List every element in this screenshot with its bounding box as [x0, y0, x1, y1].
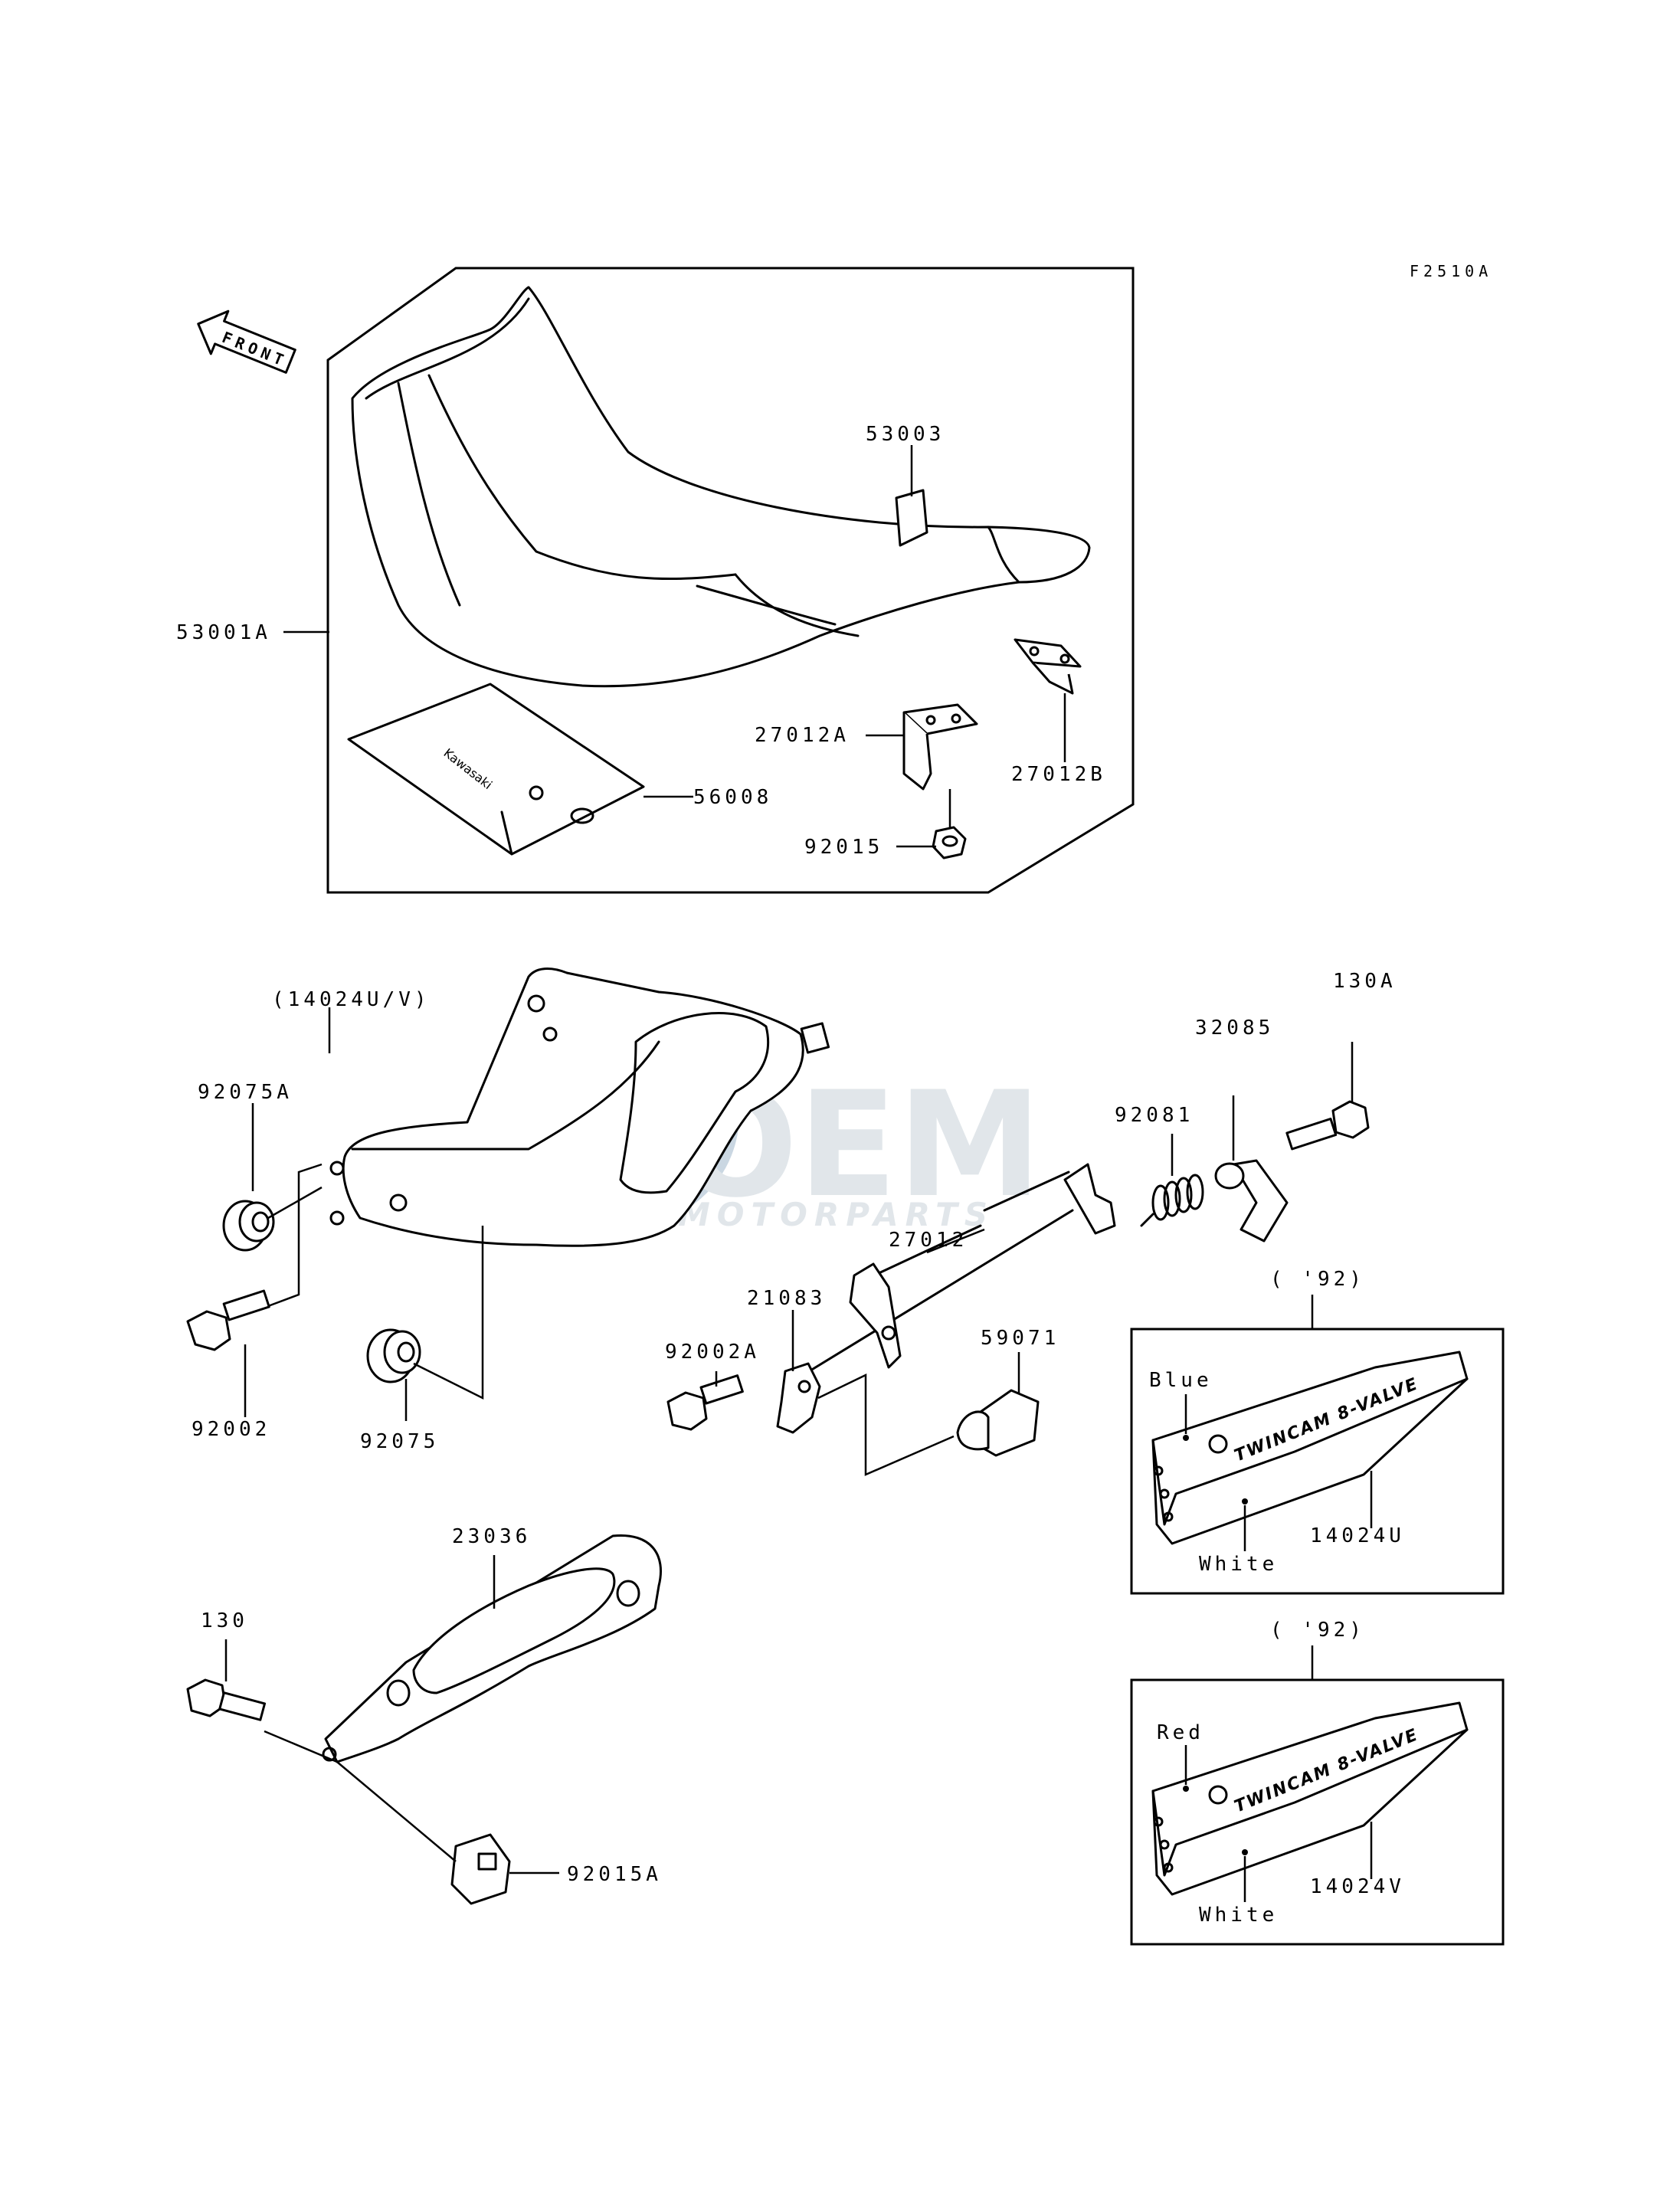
label-92081: 92081: [1115, 1104, 1194, 1127]
front-arrow: FRONT: [197, 309, 296, 374]
seat-assembly-frame: [326, 267, 1135, 894]
lead-27012: [926, 1228, 985, 1254]
label-32085: 32085: [1195, 1017, 1274, 1040]
bolt-92002a: [666, 1374, 744, 1431]
label-130a: 130A: [1333, 970, 1397, 993]
inset-u-color-top: Blue: [1149, 1369, 1213, 1392]
bracket-21083: [776, 1362, 821, 1434]
label-92015a: 92015A: [567, 1863, 662, 1886]
label-92002: 92002: [192, 1418, 270, 1441]
lead-92075-b: [413, 1226, 484, 1400]
bracket-27012a: [902, 703, 978, 791]
lead-59071-a: [817, 1374, 955, 1476]
inset-u-color-bottom: White: [1199, 1553, 1278, 1576]
label-92015: 92015: [804, 836, 883, 859]
bolt-130: [186, 1678, 267, 1721]
lead-92075a-b: [267, 1186, 323, 1220]
plate-23036: [322, 1534, 662, 1763]
bolt-130a: [1285, 1100, 1370, 1151]
seat-lock-rod: [795, 1163, 1116, 1380]
grommet-92075a: [222, 1200, 275, 1252]
label-130: 130: [201, 1609, 248, 1632]
seat-pad-document: Kawasaki: [347, 683, 645, 856]
nut-92015: [932, 826, 967, 859]
label-92075: 92075: [360, 1430, 439, 1453]
tail-cover: [329, 968, 830, 1247]
bolt-92002: [186, 1289, 270, 1351]
inset-v-color-bottom: White: [1199, 1904, 1278, 1927]
inset-u-part: 14024U: [1310, 1524, 1405, 1547]
inset-u-year: ( '92): [1270, 1268, 1365, 1291]
cable-holder-59071: [956, 1389, 1040, 1457]
label-53003: 53003: [866, 423, 945, 446]
label-27012a: 27012A: [755, 724, 850, 747]
watermark-sub: MOTORPARTS: [678, 1196, 994, 1233]
seat-illustration: [351, 286, 1091, 688]
figure-code: F2510A: [1410, 262, 1492, 280]
label-27012: 27012: [889, 1229, 968, 1252]
inset-v-year: ( '92): [1270, 1619, 1365, 1642]
label-59071: 59071: [981, 1327, 1059, 1350]
label-92002a: 92002A: [665, 1341, 760, 1364]
label-21083: 21083: [747, 1287, 826, 1310]
clip-92015a: [450, 1833, 511, 1905]
grommet-92075: [366, 1328, 421, 1383]
label-56008: 56008: [693, 786, 772, 809]
label-14024uv: (14024U/V): [272, 988, 431, 1011]
label-27012b: 27012B: [1011, 763, 1106, 786]
bracket-27012b: [1014, 638, 1082, 695]
inset-v-part: 14024V: [1310, 1875, 1405, 1898]
lead-130-b: [264, 1730, 457, 1862]
label-53001a: 53001A: [176, 621, 271, 644]
inset-v-color-top: Red: [1157, 1721, 1204, 1744]
lever-32085: [1214, 1159, 1289, 1243]
inset-14024u-frame: [1130, 1328, 1505, 1595]
label-92075a: 92075A: [198, 1081, 293, 1104]
inset-14024v-frame: [1130, 1678, 1505, 1946]
spring-92081: [1140, 1174, 1204, 1227]
label-23036: 23036: [452, 1525, 531, 1548]
lead-92002-b: [267, 1163, 323, 1308]
